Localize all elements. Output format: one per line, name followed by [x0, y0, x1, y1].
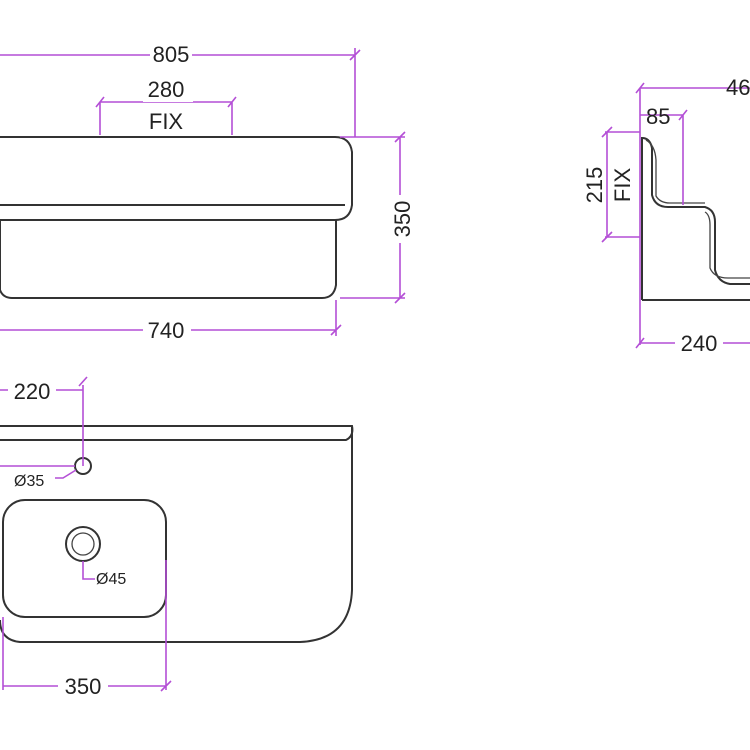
leader-45: [82, 561, 95, 580]
dim-label-35: Ø35: [14, 473, 44, 490]
dim-label-740: 740: [148, 318, 185, 343]
front-view: 805 280 FIX 350 740: [0, 40, 415, 344]
basin-front-top: [0, 136, 353, 221]
top-outline: [0, 425, 354, 643]
fix-label: FIX: [149, 109, 184, 134]
drain-outer: [65, 526, 101, 562]
side-view: 46 85 215 FIX 240: [582, 75, 750, 356]
dim-46: [635, 82, 750, 345]
dim-label-350-basin: 350: [65, 674, 102, 699]
drain-inner: [71, 532, 95, 556]
leader-35: [55, 469, 77, 479]
dim-label-280: 280: [148, 77, 185, 102]
top-view: 220 Ø35 Ø45 350: [0, 376, 354, 699]
dim-label-85: 85: [646, 104, 670, 129]
dim-215: [601, 126, 640, 243]
dim-label-45: Ø45: [96, 571, 126, 588]
side-profile-inner: [645, 139, 750, 279]
dim-label-220: 220: [14, 379, 51, 404]
dim-label-215: 215: [582, 167, 607, 204]
dim-label-350: 350: [390, 201, 415, 238]
basin-front-body: [0, 204, 345, 299]
side-fix-label: FIX: [610, 168, 635, 203]
dim-label-240: 240: [681, 331, 718, 356]
side-profile-outer: [641, 136, 750, 300]
dim-label-805: 805: [153, 42, 190, 67]
dim-label-46: 46: [726, 75, 750, 100]
dim-85: [640, 109, 688, 205]
basin-bowl: [2, 499, 167, 618]
